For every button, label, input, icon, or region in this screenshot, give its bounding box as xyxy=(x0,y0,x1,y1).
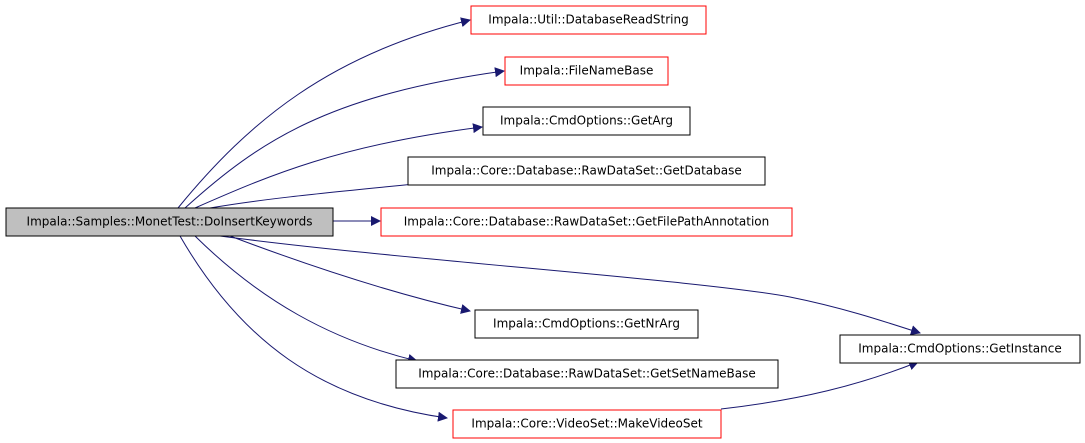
node-label: Impala::Samples::MonetTest::DoInsertKeyw… xyxy=(27,215,313,229)
edge-make-video-set-to-get-instance xyxy=(720,360,919,410)
node-label: Impala::CmdOptions::GetNrArg xyxy=(493,317,680,331)
nodes: Impala::Samples::MonetTest::DoInsertKeyw… xyxy=(5,5,1081,439)
edge-root-to-get-nr-arg xyxy=(229,235,471,314)
edge-root-to-get-set-name-base xyxy=(194,235,418,364)
node-file-name-base[interactable]: Impala::FileNameBase xyxy=(504,56,669,86)
edge-root-to-file-name-base xyxy=(184,67,505,209)
edge-root-to-make-video-set xyxy=(179,235,448,422)
node-get-file-path-annotation[interactable]: Impala::Core::Database::RawDataSet::GetF… xyxy=(380,207,793,237)
node-get-instance[interactable]: Impala::CmdOptions::GetInstance xyxy=(839,334,1081,364)
node-label: Impala::CmdOptions::GetArg xyxy=(500,114,673,128)
node-label: Impala::Core::VideoSet::MakeVideoSet xyxy=(471,417,702,431)
node-get-arg[interactable]: Impala::CmdOptions::GetArg xyxy=(482,106,691,136)
edge-root-to-get-arg xyxy=(194,123,483,209)
node-get-set-name-base[interactable]: Impala::Core::Database::RawDataSet::GetS… xyxy=(395,359,779,389)
edges xyxy=(177,17,921,422)
node-label: Impala::FileNameBase xyxy=(520,64,654,78)
edge-root-to-get-instance xyxy=(219,235,921,335)
node-label: Impala::Util::DatabaseReadString xyxy=(488,13,688,27)
node-get-database[interactable]: Impala::Core::Database::RawDataSet::GetD… xyxy=(407,156,766,186)
node-label: Impala::Core::Database::RawDataSet::GetS… xyxy=(418,367,756,381)
node-do-insert-keywords[interactable]: Impala::Samples::MonetTest::DoInsertKeyw… xyxy=(5,207,334,237)
node-database-read-string[interactable]: Impala::Util::DatabaseReadString xyxy=(470,5,707,35)
node-label: Impala::Core::Database::RawDataSet::GetF… xyxy=(404,215,770,229)
node-label: Impala::CmdOptions::GetInstance xyxy=(858,342,1061,356)
edge-root-to-database-read-string xyxy=(177,17,471,209)
node-get-nr-arg[interactable]: Impala::CmdOptions::GetNrArg xyxy=(474,309,699,339)
node-label: Impala::Core::Database::RawDataSet::GetD… xyxy=(431,164,742,178)
node-make-video-set[interactable]: Impala::Core::VideoSet::MakeVideoSet xyxy=(452,409,722,439)
